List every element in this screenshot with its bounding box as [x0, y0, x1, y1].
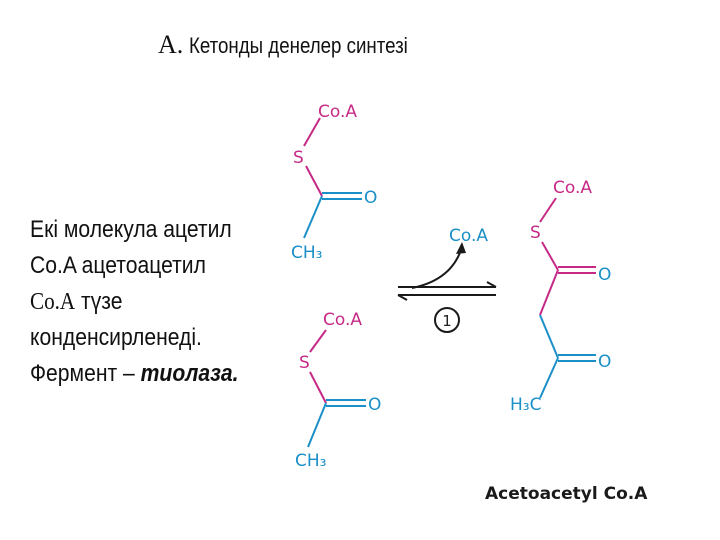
description-text: Екі молекула ацетил Co.A ацетоацетил Co.…	[30, 212, 290, 392]
sulfur-label: S	[293, 148, 304, 168]
bond-c-ch3	[303, 195, 323, 239]
coa-label: Co.A	[323, 310, 362, 330]
sulfur-label: S	[299, 353, 310, 373]
product-acetoacetyl-coa: Co.A S O O H₃C Acetoacetyl Co.A	[485, 178, 648, 504]
description-line-3-suffix: түзе	[75, 288, 123, 315]
bond-s-c	[305, 165, 323, 197]
description-line-4: конденсирленеді.	[30, 324, 202, 351]
bond-coa-s	[309, 329, 327, 353]
reactant-acetyl-coa-top: Co.A S O CH₃	[291, 102, 377, 263]
methyl-label: CH₃	[295, 451, 326, 471]
title-text: Кетонды денелер синтезі	[189, 33, 409, 58]
description-line-2: Co.A ацетоацетил	[30, 252, 206, 279]
step-number: 1	[442, 312, 452, 330]
methyl-label: CH₃	[291, 243, 322, 263]
bond-coa-s	[303, 117, 321, 147]
enzyme-prefix: Фермент –	[30, 360, 141, 387]
methyl-label: H₃C	[510, 395, 541, 415]
reverse-arrow-head	[397, 294, 408, 301]
oxygen-label-2: O	[598, 352, 611, 372]
oxygen-label: O	[368, 395, 381, 415]
release-curve-arrow	[411, 246, 463, 289]
release-arrow-head	[456, 242, 466, 254]
bond-s-c	[309, 371, 327, 404]
equilibrium-arrows: Co.A 1	[397, 226, 497, 333]
coa-label: Co.A	[318, 102, 357, 122]
step-number-circle	[434, 307, 460, 333]
bond-c-ch3	[539, 357, 559, 399]
bond-coa-s	[539, 197, 557, 223]
description-line-3: Co.A түзе	[30, 284, 259, 320]
coa-label: Co.A	[553, 178, 592, 198]
oxygen-label: O	[364, 188, 377, 208]
forward-arrow-head	[486, 281, 497, 288]
product-name: Acetoacetyl Co.A	[485, 484, 648, 504]
released-coa-label: Co.A	[449, 226, 488, 246]
bond-ch2-c	[539, 314, 559, 359]
bond-c-ch3	[307, 402, 327, 448]
slide-title: A. Кетонды денелер синтезі	[158, 30, 447, 60]
enzyme-name: тиолаза.	[140, 360, 239, 387]
coa-serif-label: Co.A	[30, 289, 76, 315]
description-line-5: Фермент – тиолаза.	[30, 356, 259, 392]
title-letter: A.	[158, 30, 184, 59]
sulfur-label: S	[530, 223, 541, 243]
description-line-1: Екі молекула ацетил	[30, 216, 232, 243]
bond-c-ch2	[539, 269, 559, 316]
reactant-acetyl-coa-bottom: Co.A S O CH₃	[295, 310, 381, 471]
oxygen-label-1: O	[598, 265, 611, 285]
bond-s-c	[541, 241, 559, 271]
